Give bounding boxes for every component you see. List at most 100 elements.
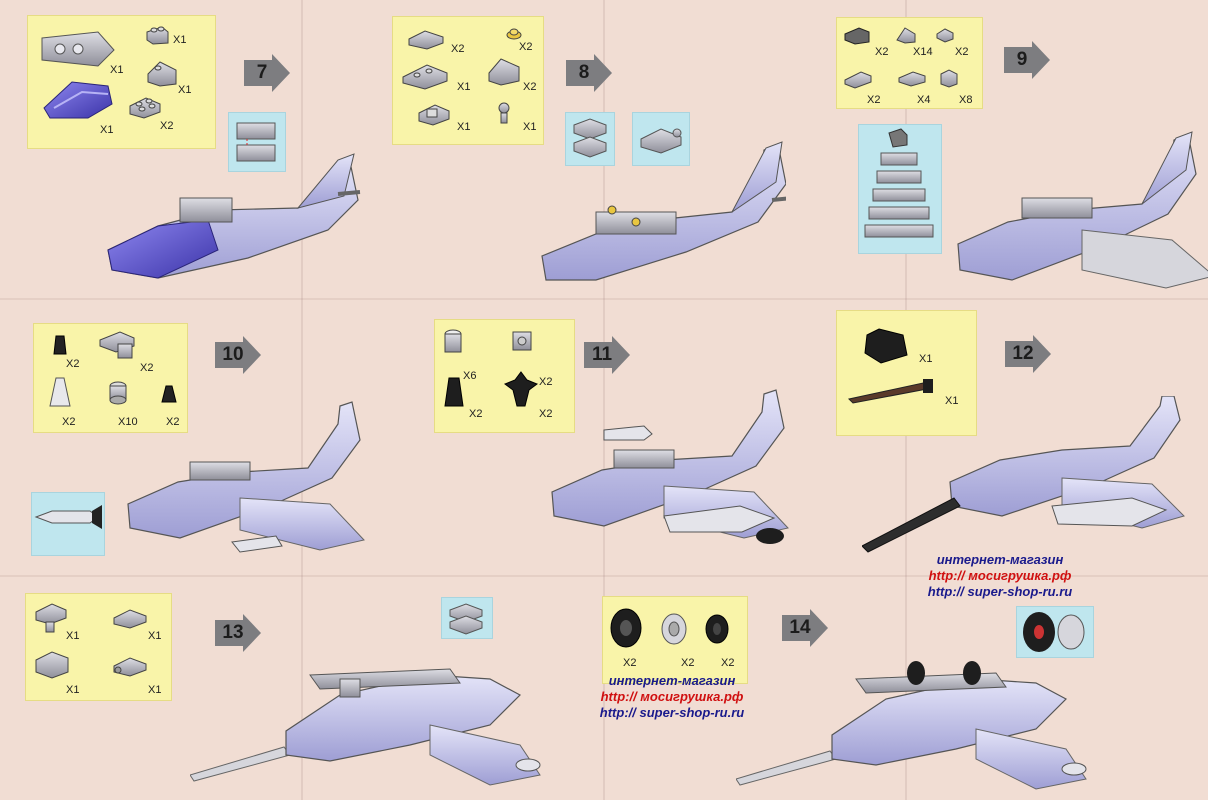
wedge-plate-icon bbox=[402, 64, 448, 90]
step-14: X2 X2 X2 14 bbox=[560, 575, 1208, 800]
fighter-model bbox=[862, 396, 1185, 553]
barrel-icon bbox=[847, 379, 933, 404]
step-number-arrow: 13 bbox=[215, 614, 261, 652]
tire-icon bbox=[610, 608, 642, 648]
quantity-label: X1 bbox=[148, 630, 162, 642]
nose-cone-icon bbox=[864, 328, 908, 364]
step-number: 13 bbox=[222, 622, 244, 643]
parts-panel: X1 X1 X1 X1 bbox=[25, 593, 172, 701]
step-number: 14 bbox=[789, 617, 811, 638]
quantity-label: X2 bbox=[681, 657, 695, 669]
step-number-arrow: 9 bbox=[1004, 41, 1050, 79]
quantity-label: X1 bbox=[919, 353, 933, 365]
slope-icon bbox=[147, 61, 177, 87]
detail-callout bbox=[565, 112, 615, 166]
round-brick-icon bbox=[444, 329, 462, 353]
detail-callout bbox=[858, 124, 942, 254]
quantity-label: X2 bbox=[955, 46, 969, 58]
shop-title: интернет-магазин bbox=[936, 552, 1064, 567]
quantity-label: X2 bbox=[519, 41, 533, 53]
step-number-arrow: 12 bbox=[1005, 335, 1051, 373]
shop-link[interactable]: http:// мосигрушка.рф bbox=[928, 568, 1072, 583]
fighter-model bbox=[541, 141, 786, 281]
tile-icon bbox=[408, 30, 444, 50]
shop-advert: интернет-магазин http:// мосигрушка.рф h… bbox=[900, 552, 1100, 600]
step-10: X2 X2 X2 X10 X2 10 bbox=[0, 300, 402, 566]
detail-callout bbox=[31, 492, 105, 556]
tail-icon bbox=[161, 385, 177, 403]
clip-icon bbox=[498, 102, 510, 124]
quantity-label: X1 bbox=[148, 684, 162, 696]
plate-icon bbox=[129, 97, 161, 119]
step-8: X2 X2 X1 X2 X1 X1 8 bbox=[388, 0, 790, 281]
shop-advert: интернет-магазин http:// мосигрушка.рф h… bbox=[572, 673, 772, 721]
plate-clip-icon bbox=[35, 603, 67, 633]
plate-icon bbox=[113, 609, 147, 629]
cone-large-icon bbox=[49, 377, 71, 407]
step-9: X2 X14 X2 X2 X4 X8 9 bbox=[806, 0, 1208, 289]
step-number: 12 bbox=[1012, 343, 1034, 364]
wedge-plate-icon bbox=[41, 31, 115, 67]
quantity-label: X2 bbox=[166, 416, 180, 428]
fold-line bbox=[301, 0, 303, 800]
plate-icon bbox=[844, 71, 872, 89]
step-11: X6 X2 X2 X2 11 bbox=[404, 300, 806, 566]
step-number: 7 bbox=[256, 62, 268, 83]
shop-link[interactable]: http:// super-shop-ru.ru bbox=[927, 584, 1073, 599]
step-number-arrow: 7 bbox=[244, 54, 290, 92]
step-number: 9 bbox=[1016, 49, 1028, 70]
parts-panel: X1 X1 X1 X1 X2 bbox=[27, 15, 216, 149]
quantity-label: X2 bbox=[623, 657, 637, 669]
fin-icon bbox=[503, 371, 539, 407]
round-plate-icon bbox=[506, 28, 522, 40]
step-12: X1 X1 12 интернет-магазин http:// мосигр… bbox=[806, 300, 1208, 599]
fold-line bbox=[0, 575, 1208, 577]
shop-link[interactable]: http:// мосигрушка.рф bbox=[600, 689, 744, 704]
quantity-label: X6 bbox=[463, 370, 477, 382]
step-7: X1 X1 X1 X1 X2 7 bbox=[0, 0, 402, 279]
quantity-label: X1 bbox=[457, 81, 471, 93]
quantity-label: X2 bbox=[451, 43, 465, 55]
quantity-label: X1 bbox=[523, 121, 537, 133]
quantity-label: X2 bbox=[539, 376, 553, 388]
quantity-label: X2 bbox=[62, 416, 76, 428]
parts-panel: X1 X1 bbox=[836, 310, 977, 436]
headlight-brick-icon bbox=[512, 331, 532, 351]
canopy-icon bbox=[43, 81, 113, 119]
plate-clip-icon bbox=[418, 104, 450, 126]
parts-panel: X2 X2 X1 X2 X1 X1 bbox=[392, 16, 544, 145]
quantity-label: X1 bbox=[66, 684, 80, 696]
quantity-label: X1 bbox=[457, 121, 471, 133]
quantity-label: X10 bbox=[118, 416, 138, 428]
detail-callout bbox=[632, 112, 690, 166]
quantity-label: X1 bbox=[100, 124, 114, 136]
quantity-label: X1 bbox=[66, 630, 80, 642]
quantity-label: X2 bbox=[160, 120, 174, 132]
brick-icon bbox=[940, 69, 958, 88]
brick-icon bbox=[146, 26, 169, 45]
plate-hinge-icon bbox=[113, 657, 147, 677]
wheel-rim-icon bbox=[661, 613, 687, 645]
plate-icon bbox=[936, 28, 954, 43]
cone-icon bbox=[53, 335, 67, 355]
parts-panel: X2 X2 X2 X10 X2 bbox=[33, 323, 188, 433]
brick-icon bbox=[844, 27, 870, 45]
shop-link[interactable]: http:// super-shop-ru.ru bbox=[599, 705, 745, 720]
shop-title: интернет-магазин bbox=[608, 673, 736, 688]
quantity-label: X2 bbox=[721, 657, 735, 669]
quantity-label: X4 bbox=[917, 94, 931, 106]
step-number: 8 bbox=[578, 62, 590, 83]
slope-icon bbox=[488, 58, 520, 86]
cone-icon bbox=[444, 377, 464, 407]
quantity-label: X2 bbox=[469, 408, 483, 420]
fold-line bbox=[0, 298, 1208, 300]
fold-line bbox=[603, 0, 605, 800]
detail-callout bbox=[1016, 606, 1094, 658]
step-number-arrow: 10 bbox=[215, 336, 261, 374]
detail-callout bbox=[228, 112, 286, 172]
quantity-label: X8 bbox=[959, 94, 973, 106]
quantity-label: X1 bbox=[178, 84, 192, 96]
step-number-arrow: 11 bbox=[584, 336, 630, 374]
parts-panel: X2 X2 X2 bbox=[602, 596, 748, 684]
plate-icon bbox=[898, 71, 926, 87]
